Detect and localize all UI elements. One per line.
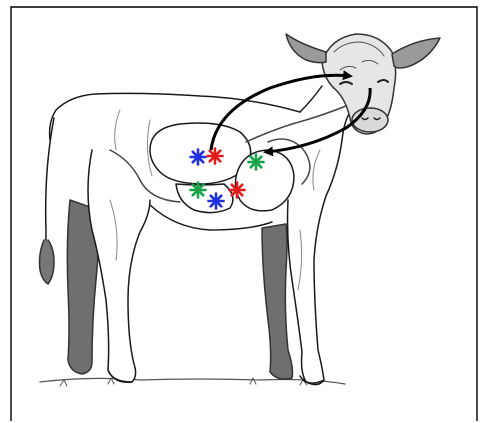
reticulum-outline xyxy=(235,150,294,211)
marker-6-asterisk-blue xyxy=(209,194,224,209)
ear-left xyxy=(286,34,326,63)
tail-switch xyxy=(40,240,55,284)
front-leg-near xyxy=(288,196,327,385)
marker-5-asterisk-red xyxy=(230,183,245,198)
ear-right xyxy=(392,38,440,68)
marker-1-asterisk-blue xyxy=(191,150,206,165)
marker-3-asterisk-green xyxy=(249,155,264,170)
marker-2-asterisk-red xyxy=(208,149,223,164)
neck-top xyxy=(300,86,322,112)
calf-illustration xyxy=(40,34,441,386)
chest-line xyxy=(326,112,350,196)
ground-shadow xyxy=(40,378,345,384)
marker-4-asterisk-green xyxy=(191,183,206,198)
abomasum-outline xyxy=(176,184,233,213)
